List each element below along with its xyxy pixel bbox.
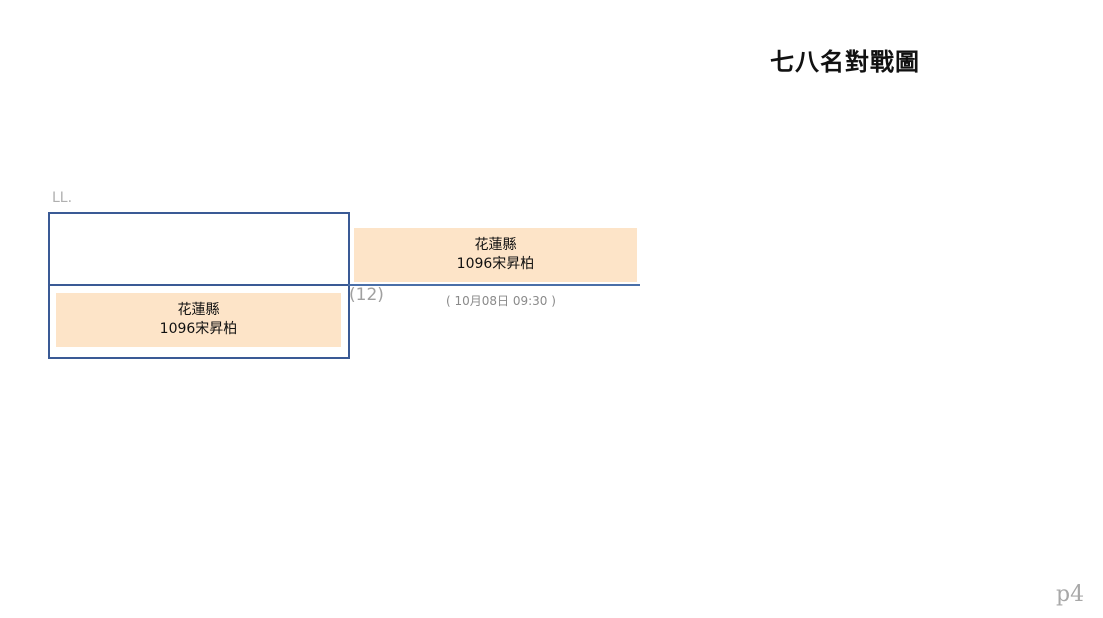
bracket-label: LL.	[52, 190, 73, 206]
player-slot-lower: 花蓮縣 1096宋昇柏	[56, 293, 341, 347]
match-time: ( 10月08日 09:30 )	[446, 294, 556, 308]
page-title: 七八名對戰圖	[770, 48, 920, 76]
team-name: 花蓮縣	[474, 237, 517, 253]
winner-line	[348, 284, 640, 286]
player-name: 1096宋昇柏	[456, 256, 535, 272]
bracket-divider	[48, 284, 348, 286]
player-name: 1096宋昇柏	[159, 321, 238, 337]
team-name: 花蓮縣	[177, 302, 220, 318]
page-number: p4	[1056, 582, 1085, 607]
player-slot-winner: 花蓮縣 1096宋昇柏	[354, 228, 637, 282]
match-number: (12)	[349, 285, 384, 305]
